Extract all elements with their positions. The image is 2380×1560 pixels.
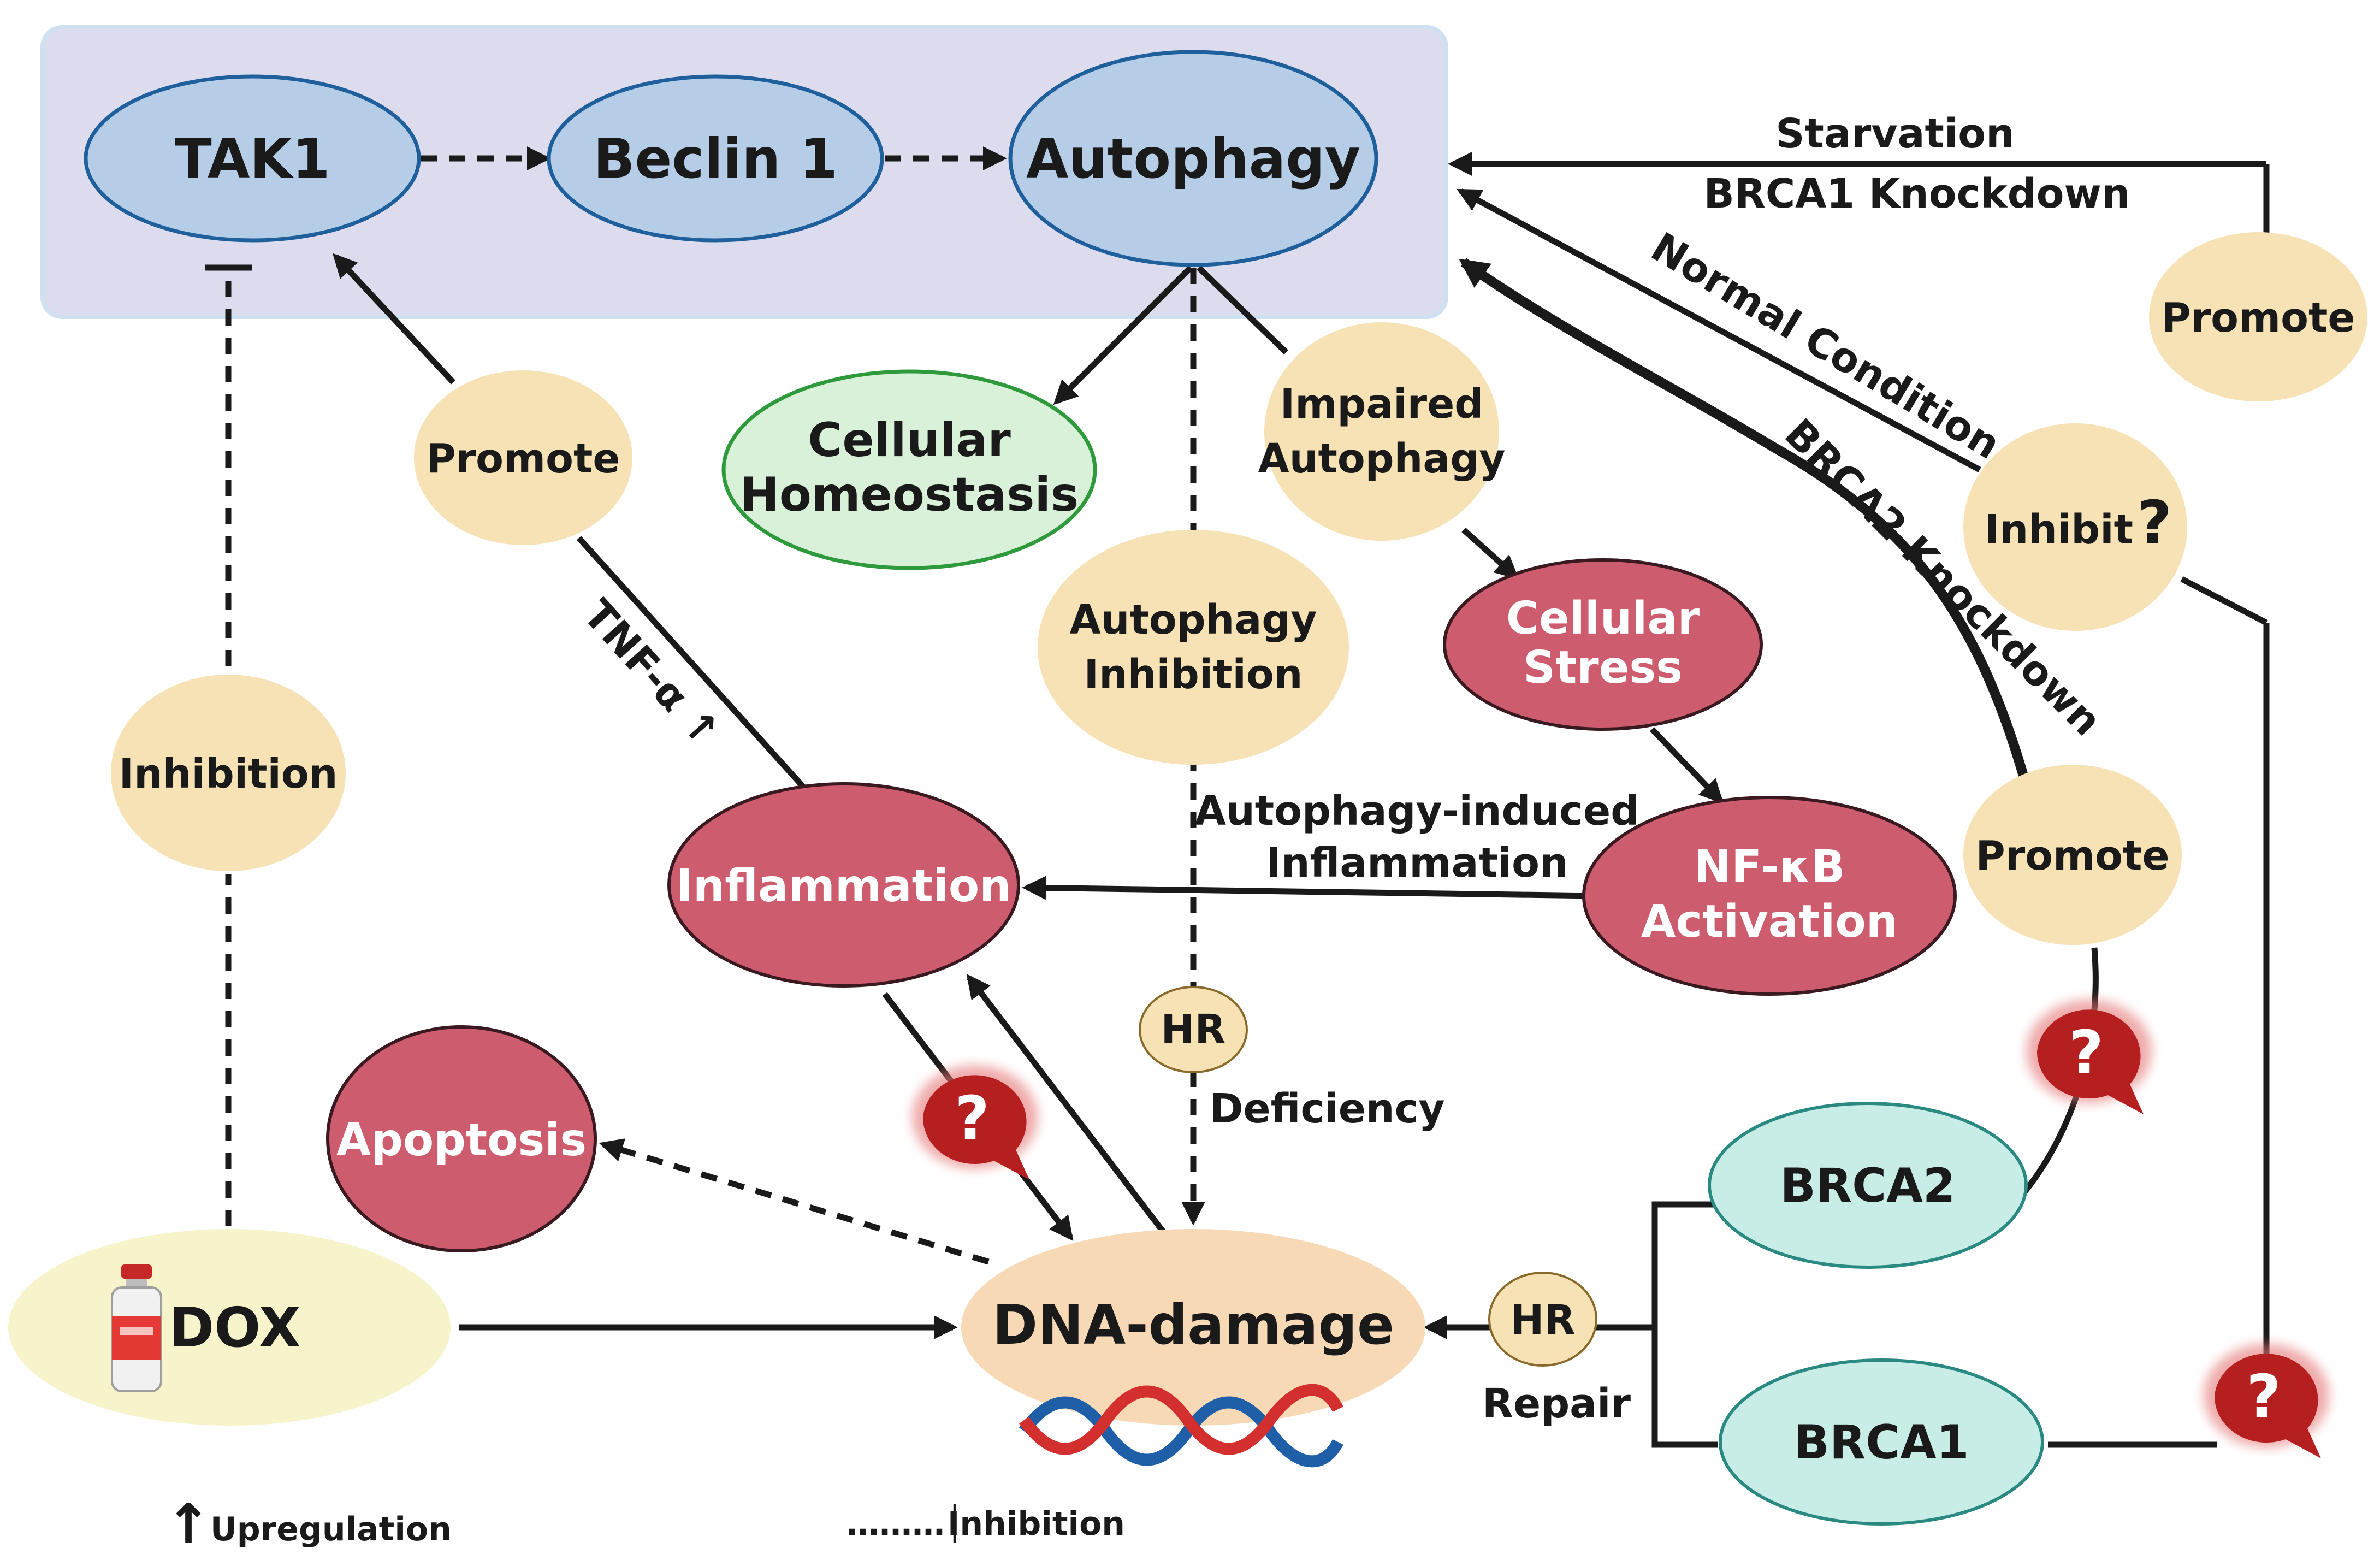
node-brca1-label: BRCA1 (1793, 1415, 1969, 1470)
edge-impaired-stress (1461, 527, 1519, 580)
vial-icon (111, 1264, 162, 1392)
node-nfkb-activation-line1: NF-κB (1694, 841, 1845, 893)
node-apoptosis[interactable]: Apoptosis (326, 1025, 597, 1252)
node-promote-right-top[interactable]: Promote (2149, 232, 2367, 401)
edge-brca2-knockdown (1459, 258, 2028, 777)
node-nfkb-activation[interactable]: NF-κB Activation (1582, 796, 1957, 996)
node-promote-left[interactable]: Promote (414, 370, 632, 545)
node-hr-bottom-label: HR (1511, 1297, 1576, 1344)
node-cellular-homeostasis[interactable]: Cellular Homeostasis (721, 369, 1097, 570)
node-inhibit-label: Inhibit (1985, 506, 2133, 553)
node-promote-right-mid-label: Promote (1975, 832, 2169, 879)
label-autophagy-induced-line1: Autophagy-induced (1195, 788, 1639, 835)
edge-right-to-inhibit (2180, 576, 2268, 625)
legend-upregulation: Upregulation (210, 1510, 452, 1549)
node-inflammation[interactable]: Inflammation (667, 782, 1020, 988)
node-dna-damage-label: DNA-damage (992, 1293, 1394, 1357)
node-nfkb-activation-line2: Activation (1641, 896, 1898, 948)
label-deficiency: Deficiency (1210, 1085, 1445, 1132)
legend-inhibition-symbol: ………│ (846, 1504, 964, 1543)
node-brca2[interactable]: BRCA2 (1708, 1102, 2028, 1269)
node-hr-top-label: HR (1161, 1006, 1226, 1053)
edge-autophagy-impaired (1197, 265, 1288, 354)
legend: ↑ Upregulation ………│ Inhibition (165, 1492, 1125, 1556)
node-inhibit-question-mark: ? (2137, 488, 2172, 558)
edge-nfkb-inflammation (1022, 876, 1595, 900)
node-tak1-label: TAK1 (175, 127, 330, 191)
node-inhibition-left-label: Inhibition (119, 751, 338, 797)
node-dna-damage[interactable]: DNA-damage (961, 1229, 1425, 1468)
node-beclin1[interactable]: Beclin 1 (547, 74, 884, 243)
node-beclin1-label: Beclin 1 (593, 127, 837, 191)
edge-inflammation-promote (576, 536, 808, 791)
node-impaired-autophagy[interactable]: Impaired Autophagy (1258, 322, 1506, 541)
node-brca1[interactable]: BRCA1 (1719, 1358, 2044, 1526)
label-repair: Repair (1482, 1380, 1631, 1427)
question-bubble-brca1: ? (2204, 1344, 2329, 1458)
node-inhibition-left[interactable]: Inhibition (111, 675, 346, 871)
label-autophagy-induced-line2: Inflammation (1266, 840, 1568, 887)
node-cellular-stress-line2: Stress (1523, 642, 1683, 694)
dna-helix-icon (1019, 1384, 1343, 1468)
label-starvation: Starvation (1775, 110, 2015, 157)
node-impaired-autophagy-line1: Impaired (1280, 381, 1484, 428)
node-autophagy-inhibition-line2: Inhibition (1084, 651, 1303, 698)
node-apoptosis-label: Apoptosis (336, 1114, 587, 1166)
node-dox[interactable]: DOX (8, 1229, 451, 1426)
node-cellular-stress[interactable]: Cellular Stress (1443, 558, 1763, 731)
node-dox-label: DOX (169, 1296, 301, 1360)
edge-autophagy-homeostasis (1053, 265, 1193, 405)
edge-brca-bracket (1651, 1201, 1718, 1448)
question-mark-1: ? (955, 1083, 990, 1153)
edge-stress-nfkb (1650, 727, 1724, 804)
node-inflammation-label: Inflammation (676, 860, 1011, 912)
label-brca1-knockdown: BRCA1 Knockdown (1703, 170, 2130, 217)
node-brca2-label: BRCA2 (1780, 1159, 1955, 1213)
node-hr-bottom[interactable]: HR (1488, 1272, 1597, 1367)
node-hr-top[interactable]: HR (1139, 986, 1248, 1073)
edge-dna-apoptosis (599, 1138, 990, 1265)
node-impaired-autophagy-line2: Autophagy (1258, 435, 1506, 482)
node-cellular-stress-line1: Cellular (1506, 593, 1700, 645)
question-mark-3: ? (2246, 1362, 2281, 1432)
node-inhibit-question[interactable]: Inhibit ? (1963, 423, 2187, 631)
node-autophagy[interactable]: Autophagy (1008, 50, 1378, 267)
edge-normal-condition (1457, 188, 1981, 472)
node-autophagy-inhibition[interactable]: Autophagy Inhibition (1038, 530, 1349, 765)
node-promote-right-top-label: Promote (2161, 294, 2355, 341)
legend-up-arrow: ↑ (165, 1492, 211, 1556)
node-autophagy-label: Autophagy (1026, 127, 1360, 191)
question-bubble-brca2: ? (2026, 1000, 2152, 1114)
edge-promote-tak1 (332, 253, 456, 385)
node-promote-right-mid[interactable]: Promote (1963, 765, 2182, 945)
node-tak1[interactable]: TAK1 (84, 74, 421, 243)
node-autophagy-inhibition-line1: Autophagy (1070, 596, 1317, 643)
question-mark-2: ? (2069, 1018, 2104, 1088)
node-promote-left-label: Promote (426, 435, 620, 482)
edge-dna-inflammation (966, 974, 1166, 1234)
legend-inhibition: Inhibition (948, 1505, 1125, 1543)
node-cellular-homeostasis-line1: Cellular (808, 413, 1011, 468)
question-bubble-inflammation: ? (912, 1065, 1038, 1180)
node-cellular-homeostasis-line2: Homeostasis (740, 468, 1079, 522)
